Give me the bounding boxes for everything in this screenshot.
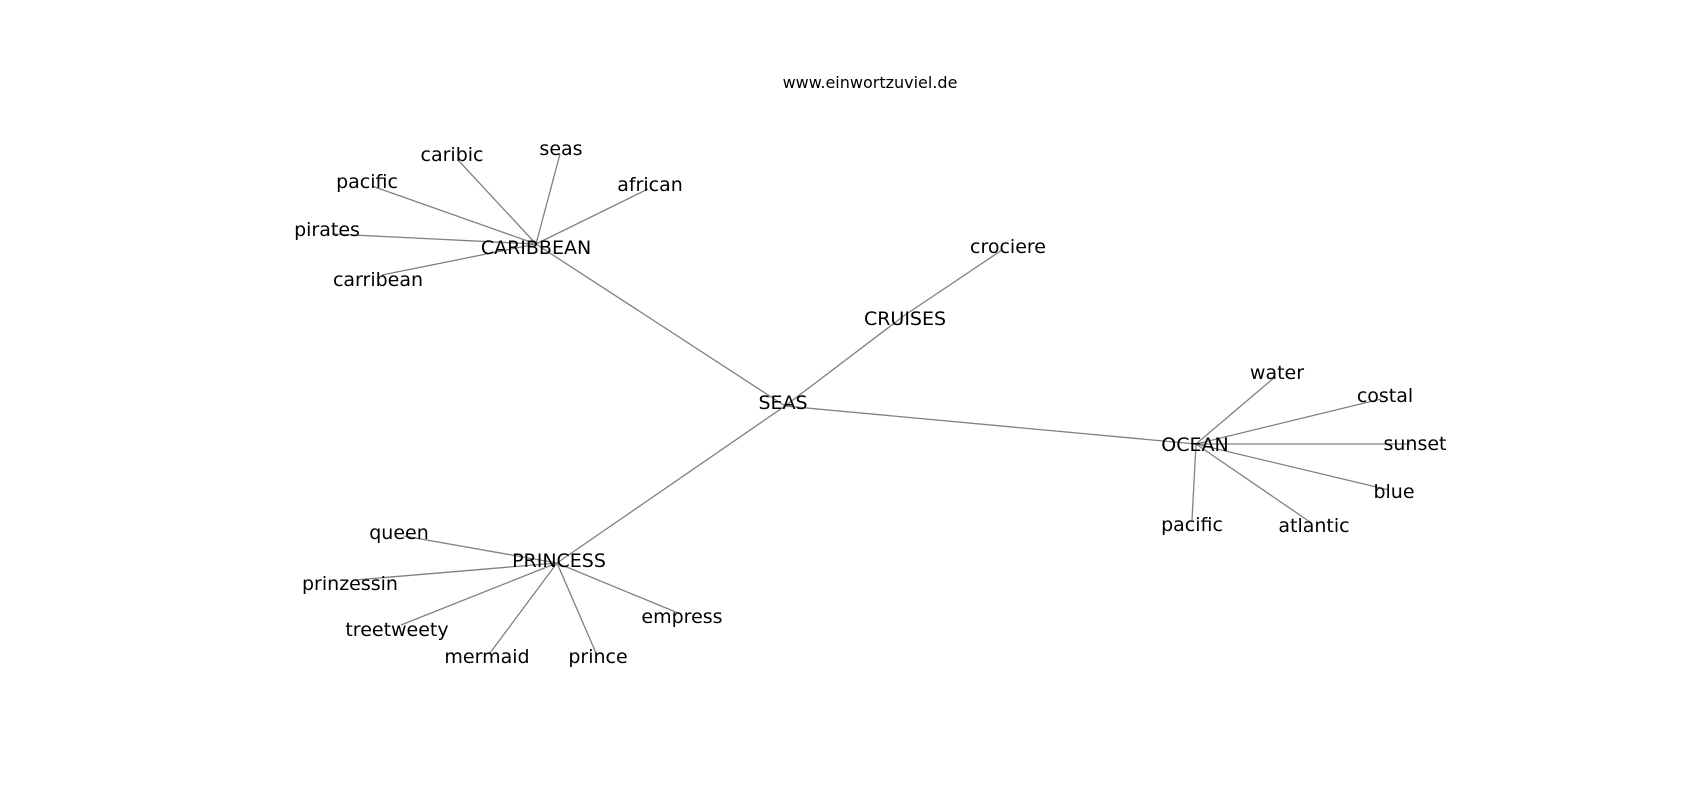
- node-leaf-ocean-3: blue: [1373, 481, 1414, 503]
- node-leaf-princess-5: empress: [641, 606, 722, 628]
- edge-caribbean-leaf-1: [535, 153, 561, 245]
- node-leaf-ocean-2: sunset: [1383, 433, 1446, 455]
- edge-ocean-leaf-1: [1195, 398, 1382, 445]
- node-leaf-princess-2: treetweety: [345, 619, 448, 641]
- edge-ocean-leaf-3: [1195, 443, 1390, 491]
- node-leaf-princess-1: prinzessin: [302, 573, 398, 595]
- node-leaf-caribbean-5: carribean: [333, 269, 423, 291]
- node-leaf-princess-3: mermaid: [444, 646, 529, 668]
- node-leaf-caribbean-1: seas: [539, 138, 582, 160]
- node-hub-cruises: CRUISES: [864, 308, 946, 330]
- edge-ocean-leaf-0: [1195, 376, 1276, 445]
- edge-seas-princess: [556, 405, 786, 564]
- edge-ocean-leaf-4: [1195, 443, 1311, 523]
- node-hub-ocean: OCEAN: [1161, 434, 1228, 456]
- node-leaf-caribbean-0: caribic: [421, 144, 484, 166]
- node-leaf-caribbean-3: pacific: [336, 171, 398, 193]
- edge-caribbean-leaf-3: [371, 185, 537, 245]
- edge-princess-leaf-3: [489, 562, 558, 654]
- node-leaf-ocean-5: pacific: [1161, 514, 1223, 536]
- node-hub-princess: PRINCESS: [512, 550, 606, 572]
- edge-princess-leaf-2: [400, 562, 558, 626]
- edge-seas-cruises: [784, 314, 906, 407]
- node-leaf-princess-0: queen: [369, 522, 429, 544]
- node-leaf-ocean-4: atlantic: [1278, 515, 1349, 537]
- node-center-seas: SEAS: [758, 392, 807, 414]
- edge-caribbean-leaf-5: [381, 243, 537, 276]
- edges-layer: [331, 153, 1410, 654]
- labels-layer: SEAS CARIBBEAN caribic seas african pacific pi…: [294, 138, 1446, 668]
- edge-caribbean-leaf-0: [457, 159, 537, 245]
- site-title: www.einwortzuviel.de: [783, 73, 958, 92]
- edge-princess-leaf-5: [556, 562, 679, 614]
- edge-cruises-leaf-0: [904, 249, 1003, 316]
- edge-seas-ocean: [784, 405, 1197, 445]
- edge-ocean-leaf-5: [1191, 443, 1197, 521]
- edge-princess-leaf-4: [556, 562, 597, 654]
- edge-princess-leaf-1: [354, 562, 558, 581]
- node-hub-caribbean: CARIBBEAN: [481, 237, 591, 259]
- edge-princess-leaf-0: [403, 535, 558, 564]
- node-leaf-ocean-0: water: [1250, 362, 1304, 384]
- edge-caribbean-leaf-2: [535, 188, 649, 245]
- edge-caribbean-leaf-4: [331, 233, 537, 245]
- node-leaf-ocean-1: costal: [1357, 385, 1413, 407]
- node-leaf-caribbean-4: pirates: [294, 219, 360, 241]
- edge-seas-caribbean: [535, 243, 786, 407]
- node-leaf-caribbean-2: african: [617, 174, 683, 196]
- node-leaf-cruises-0: crociere: [970, 236, 1046, 258]
- node-leaf-princess-4: prince: [568, 646, 627, 668]
